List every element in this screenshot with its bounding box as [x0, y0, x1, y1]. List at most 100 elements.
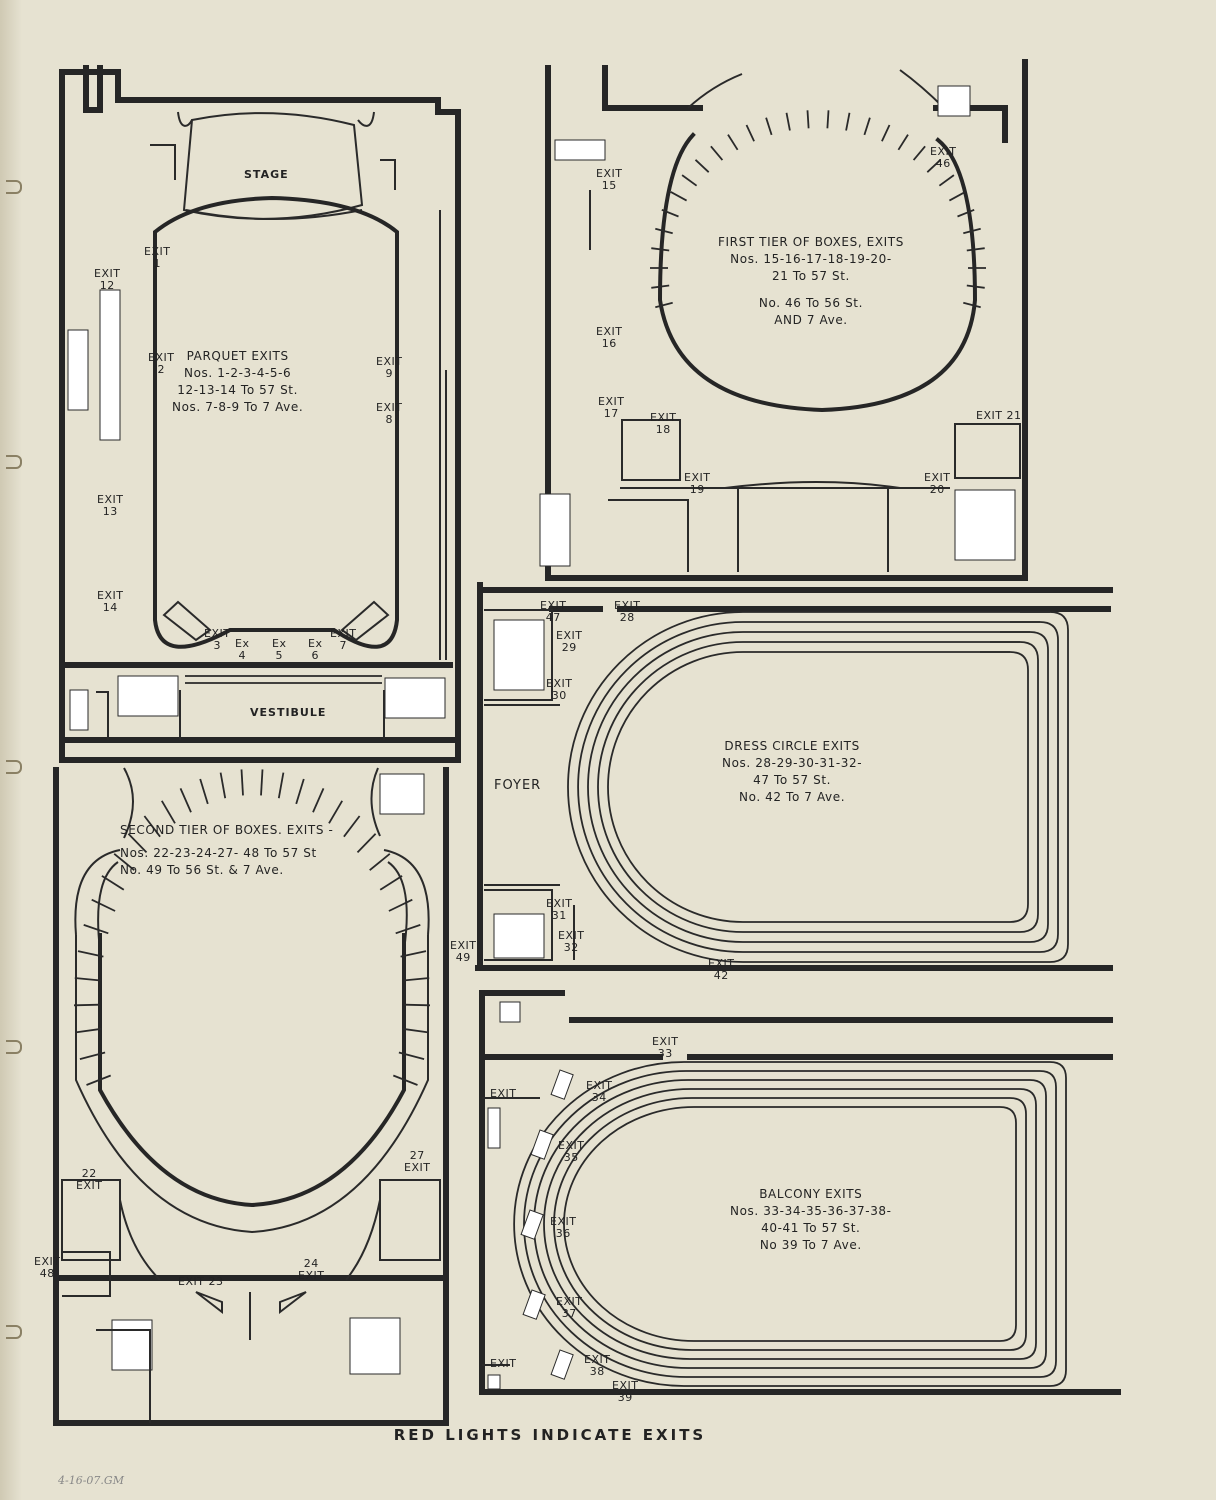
- second-tier-exits-title: SECOND TIER OF BOXES. EXITS - Nos. 22-23…: [120, 822, 333, 879]
- balcony-row: [563, 1106, 1000, 1342]
- title-line: 40-41 To 57 St.: [761, 1221, 861, 1235]
- second-tier-box-divider: [400, 950, 427, 958]
- balcony-row-end: [1049, 1061, 1067, 1387]
- second-tier-box-divider: [83, 924, 109, 935]
- second-tier-box-divider: [295, 778, 305, 805]
- exit-2-label: EXIT 2: [148, 351, 175, 376]
- exit-24-label: 24 EXIT: [298, 1257, 325, 1282]
- balcony-row: [543, 1088, 1020, 1360]
- balcony-row-end: [1029, 1079, 1047, 1369]
- second-tier-box-divider: [312, 788, 325, 813]
- dress-circle-row-end: [1039, 621, 1059, 953]
- title-line: 47 To 57 St.: [753, 773, 832, 787]
- exit-28-label: EXIT 28: [614, 599, 641, 624]
- balcony-row: [513, 1061, 1050, 1387]
- balcony-exits-title: BALCONY EXITS Nos. 33-34-35-36-37-38- 40…: [730, 1186, 892, 1254]
- exit-3-label: EXIT 3: [204, 627, 231, 652]
- balcony-row-end: [1009, 1097, 1027, 1351]
- balcony-row-end: [1039, 1070, 1057, 1378]
- first-tier-exits-title: FIRST TIER OF BOXES, EXITS Nos. 15-16-17…: [718, 234, 904, 329]
- title-line: No. 46 To 56 St.: [758, 296, 864, 310]
- title-line: DRESS CIRCLE EXITS: [724, 739, 860, 753]
- dress-circle-row-end: [1019, 641, 1039, 933]
- exit-6-label: Ex 6: [308, 637, 323, 662]
- first-tier-box-divider: [938, 174, 955, 187]
- second-tier-box-divider: [74, 977, 101, 982]
- first-tier-box-divider: [863, 117, 871, 136]
- exit-21-label: EXIT 21: [976, 409, 1022, 422]
- exit-35-label: EXIT 35: [558, 1139, 585, 1164]
- balcony-row: [523, 1070, 1040, 1378]
- first-tier-box-divider: [881, 124, 891, 142]
- exit-22-label: 22 EXIT: [76, 1167, 103, 1192]
- first-tier-box-divider: [661, 208, 679, 218]
- title-line: SECOND TIER OF BOXES. EXITS -: [120, 823, 334, 837]
- dress-circle-row: [597, 641, 1020, 933]
- first-tier-box-divider: [785, 112, 791, 131]
- exit-37-label: EXIT 37: [556, 1295, 583, 1320]
- second-tier-box-divider: [73, 1003, 101, 1007]
- dress-circle-row-end: [1049, 611, 1069, 963]
- second-tier-box-divider: [398, 1051, 425, 1060]
- first-tier-box-divider: [926, 159, 942, 173]
- second-tier-box-divider: [343, 815, 361, 838]
- exit-49-label: EXIT 49: [450, 939, 477, 964]
- second-tier-box-divider: [127, 833, 148, 854]
- title-line: Nos. 28-29-30-31-32-: [722, 756, 863, 770]
- dress-circle-row: [567, 611, 1050, 963]
- binding-ring: [6, 1325, 22, 1339]
- dress-circle-exits-title: DRESS CIRCLE EXITS Nos. 28-29-30-31-32- …: [722, 738, 862, 806]
- first-tier-box-divider: [710, 145, 724, 161]
- second-tier-box-divider: [199, 778, 209, 805]
- second-tier-box-divider: [402, 1027, 429, 1034]
- first-tier-box-divider: [670, 191, 688, 202]
- binding-ring: [6, 760, 22, 774]
- exit-18-label: EXIT 18: [650, 411, 677, 436]
- balcony-exit-door: [550, 1069, 574, 1100]
- second-tier-box-divider: [79, 1051, 106, 1060]
- second-tier-box-divider: [75, 1027, 102, 1034]
- exit-46-label: EXIT 46: [930, 145, 957, 170]
- stage-label: STAGE: [244, 168, 289, 181]
- binding-ring: [6, 455, 22, 469]
- second-tier-box-divider: [86, 1074, 112, 1086]
- title-line: No. 42 To 7 Ave.: [739, 790, 846, 804]
- title-line: Nos. 7-8-9 To 7 Ave.: [172, 400, 304, 414]
- title-line: No. 49 To 56 St. & 7 Ave.: [120, 863, 284, 877]
- balcony-row-end: [1019, 1088, 1037, 1360]
- handwritten-date-note: 4-16-07.GM: [58, 1474, 124, 1487]
- tier-rows: [73, 110, 1069, 1387]
- second-tier-box-divider: [240, 769, 244, 796]
- exit-13-label: EXIT 13: [97, 493, 124, 518]
- exit-23-label: EXIT 23: [178, 1275, 224, 1288]
- exit-8-label: EXIT 8: [376, 401, 403, 426]
- exit-19-label: EXIT 19: [684, 471, 711, 496]
- parquet-exits-title: PARQUET EXITS Nos. 1-2-3-4-5-6 12-13-14 …: [172, 348, 303, 416]
- first-tier-box-divider: [845, 112, 851, 131]
- exit-27-label: 27 EXIT: [404, 1149, 431, 1174]
- first-tier-box-divider: [966, 247, 985, 252]
- exit-17-label: EXIT 17: [598, 395, 625, 420]
- second-tier-box-divider: [77, 950, 104, 958]
- second-tier-box-divider: [392, 1074, 418, 1086]
- second-tier-box-divider: [113, 853, 135, 871]
- exit-47-label: EXIT 47: [540, 599, 567, 624]
- exit-36-label: EXIT 36: [550, 1215, 577, 1240]
- exit-20-label: EXIT 20: [924, 471, 951, 496]
- first-tier-box-divider: [948, 191, 966, 202]
- second-tier-box-divider: [219, 772, 227, 799]
- first-tier-box-divider: [727, 134, 739, 151]
- vestibule-label: VESTIBULE: [250, 706, 327, 719]
- balcony-row-end: [999, 1106, 1017, 1342]
- dress-circle-row: [577, 621, 1040, 953]
- binding-edge: [0, 0, 22, 1500]
- second-tier-box-divider: [260, 769, 264, 796]
- balcony-row: [553, 1097, 1010, 1351]
- exit-34-label: EXIT 34: [586, 1079, 613, 1104]
- first-tier-box-divider: [963, 301, 981, 309]
- second-tier-box-divider: [356, 833, 377, 854]
- first-tier-box-divider: [681, 174, 698, 187]
- exit-29-label: EXIT 29: [556, 629, 583, 654]
